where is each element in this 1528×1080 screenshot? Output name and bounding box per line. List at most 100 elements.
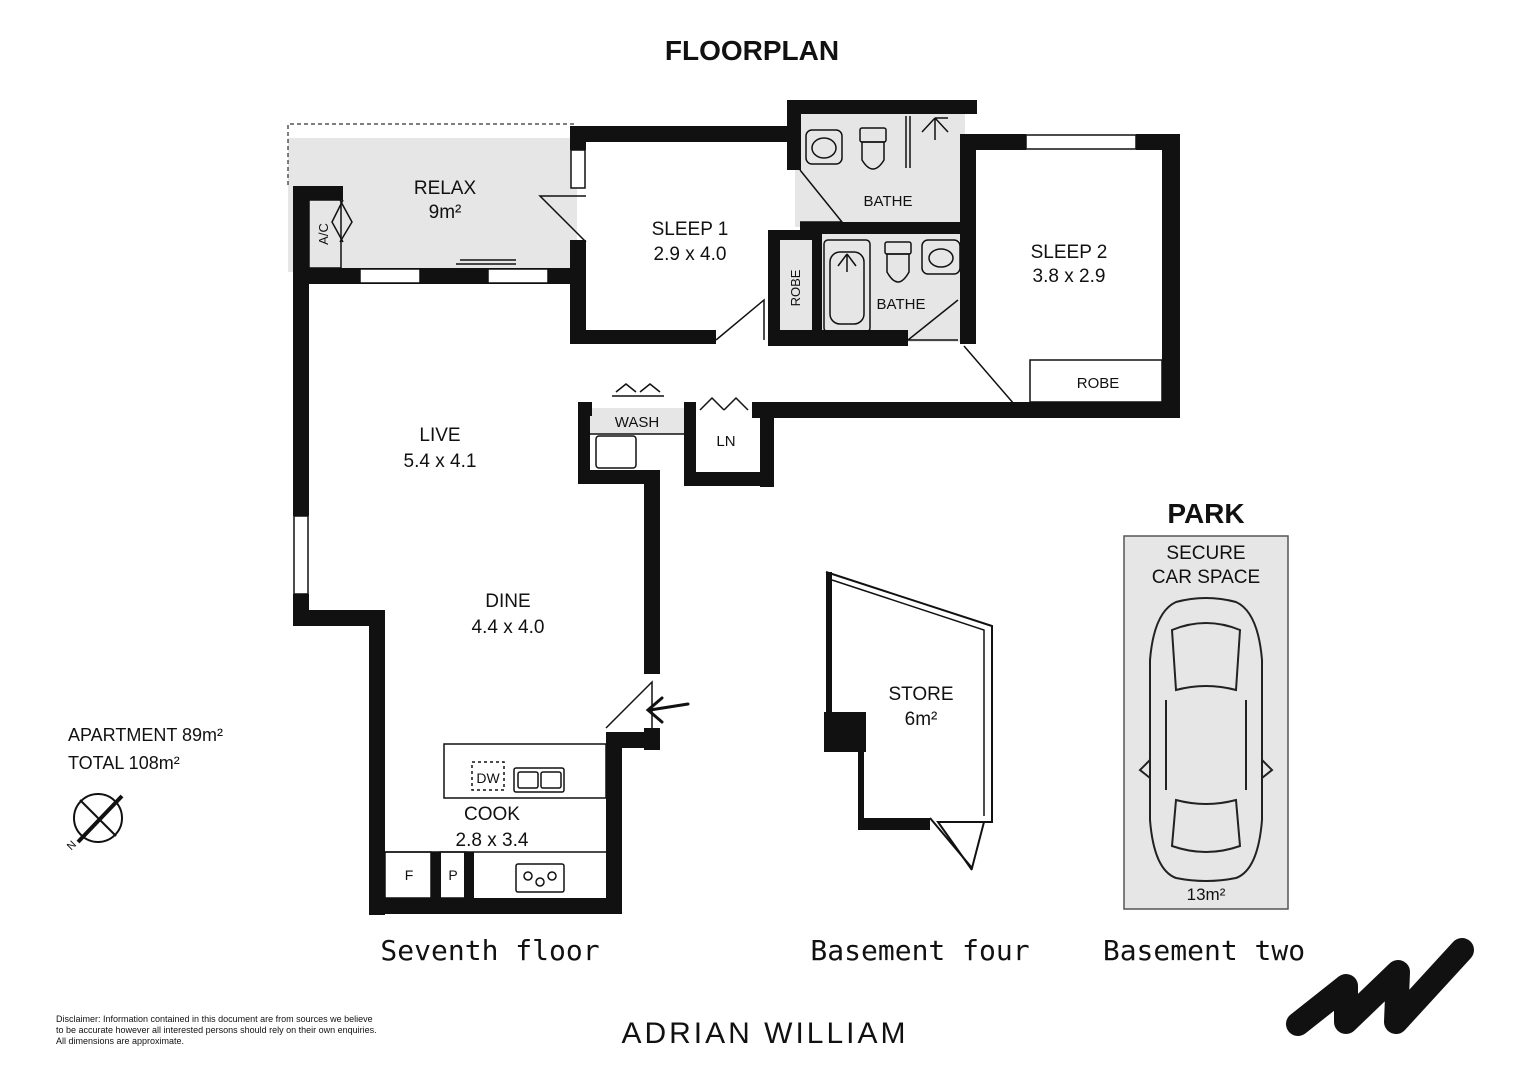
door-swing-bath-upper	[799, 169, 844, 223]
room-live-size: 5.4 x 4.1	[404, 451, 477, 472]
area-total: TOTAL 108m²	[68, 753, 180, 773]
wall-bath-bottom	[800, 222, 966, 234]
wall-hall-top	[752, 402, 1180, 418]
wall-bath-top	[787, 100, 977, 114]
brand-logo-icon	[1286, 938, 1474, 1036]
disclaimer-line-3: All dimensions are approximate.	[56, 1036, 184, 1046]
walls	[293, 100, 1180, 915]
door-swing-relax	[538, 195, 587, 243]
kitchen-island	[443, 743, 607, 799]
wall-wash-right	[684, 402, 696, 482]
window-sleep2	[1025, 134, 1137, 150]
wall-wash-bottom	[578, 470, 660, 484]
basin-lower	[921, 239, 961, 275]
page-title: FLOORPLAN	[665, 35, 839, 66]
store-plan	[824, 571, 993, 871]
room-sleep1-name: SLEEP 1	[652, 219, 729, 240]
fixtures	[308, 116, 1163, 899]
door-swing-sleep2	[963, 345, 1016, 405]
room-store-size: 6m²	[905, 709, 938, 730]
wall-robe-top	[768, 230, 816, 240]
wall-sleep2-left	[960, 134, 976, 344]
wall-robe-left	[768, 230, 780, 346]
upper-bathroom-shade	[795, 112, 965, 227]
park-line-2: CAR SPACE	[1152, 567, 1260, 588]
room-cook-name: COOK	[464, 804, 520, 825]
shower-head-lower	[837, 253, 857, 272]
wall-sleep2-top-right	[1136, 134, 1180, 150]
store-door-swing	[929, 817, 985, 871]
level-basement-two: Basement two	[1103, 934, 1305, 967]
wall-ln-bottom	[684, 472, 774, 486]
cooktop	[515, 863, 565, 893]
store-wall-left	[826, 572, 832, 712]
wall-cook-right	[606, 740, 622, 914]
balcony-edge	[287, 123, 577, 185]
robe-sleep2	[1029, 359, 1163, 403]
wash-shade	[588, 408, 684, 434]
wall-sleep1-bottom	[570, 330, 716, 344]
wall-cook-left	[369, 610, 385, 915]
wall-sleep1-left-bottom	[570, 240, 586, 344]
windows	[293, 134, 1137, 595]
shaded-areas	[288, 112, 1289, 910]
entry-door	[605, 680, 653, 729]
room-dine-name: DINE	[485, 591, 530, 612]
brand-name: ADRIAN WILLIAM	[621, 1017, 908, 1050]
car-drawing	[1138, 597, 1274, 882]
room-store-name: STORE	[888, 684, 953, 705]
room-wash: WASH	[615, 414, 659, 431]
door-ac	[331, 199, 353, 243]
room-relax-name: RELAX	[414, 178, 477, 199]
wall-entry-stub	[644, 728, 660, 750]
room-live-name: LIVE	[419, 425, 460, 446]
compass-needle	[76, 794, 124, 844]
room-bathe-lower: BATHE	[877, 296, 926, 313]
wall-robe-right	[812, 230, 822, 346]
room-dine-size: 4.4 x 4.0	[472, 617, 545, 638]
store-wall-bottom	[858, 818, 930, 830]
wall-ln-right	[760, 402, 774, 487]
wall-wash-left	[578, 402, 590, 484]
window-relax-right	[487, 268, 549, 284]
wash-doors	[615, 383, 661, 393]
wash-tub	[595, 435, 637, 469]
wall-robe-bottom	[768, 330, 908, 346]
kitchen-sink	[513, 767, 565, 793]
compass-circle-icon	[73, 793, 123, 843]
wall-left-outer	[293, 186, 309, 516]
park-bay-shade	[1123, 535, 1289, 910]
room-relax-size: 9m²	[429, 202, 462, 223]
room-sleep1-size: 2.9 x 4.0	[654, 244, 727, 265]
wall-bottom	[369, 898, 622, 914]
room-ac: A/C	[316, 223, 331, 245]
park-size: 13m²	[1187, 885, 1226, 904]
wall-sleep2-top-left	[960, 134, 1026, 150]
disclaimer-line-1: Disclaimer: Information contained in thi…	[56, 1014, 373, 1024]
door-swing-bath-lower	[905, 299, 959, 341]
wall-relax-top-left	[293, 186, 343, 200]
dishwasher-label: DW	[476, 770, 500, 786]
wall-sleep2-right	[1162, 134, 1180, 418]
shower-head-upper	[921, 117, 949, 140]
area-apartment: APARTMENT 89m²	[68, 725, 223, 745]
pantry-label: P	[448, 867, 457, 883]
entry-arrow	[645, 696, 690, 724]
room-sleep2-name: SLEEP 2	[1031, 242, 1108, 263]
store-column	[824, 712, 866, 752]
compass	[73, 793, 124, 844]
room-cook-size: 2.8 x 3.4	[456, 830, 529, 851]
linen-doors	[699, 396, 749, 411]
basin-upper	[805, 129, 843, 165]
window-live	[293, 515, 309, 595]
wall-sleep1-left-top	[570, 126, 586, 150]
park-line-1: SECURE	[1166, 543, 1245, 564]
wall-sleep1-top	[570, 126, 795, 142]
relax-balcony-shade	[288, 138, 577, 272]
fridge-label: F	[405, 867, 414, 883]
wall-dine-step-top	[293, 610, 385, 626]
room-linen: LN	[716, 433, 735, 450]
compass-letter: N	[65, 839, 79, 853]
room-robe-2: ROBE	[1077, 375, 1120, 392]
